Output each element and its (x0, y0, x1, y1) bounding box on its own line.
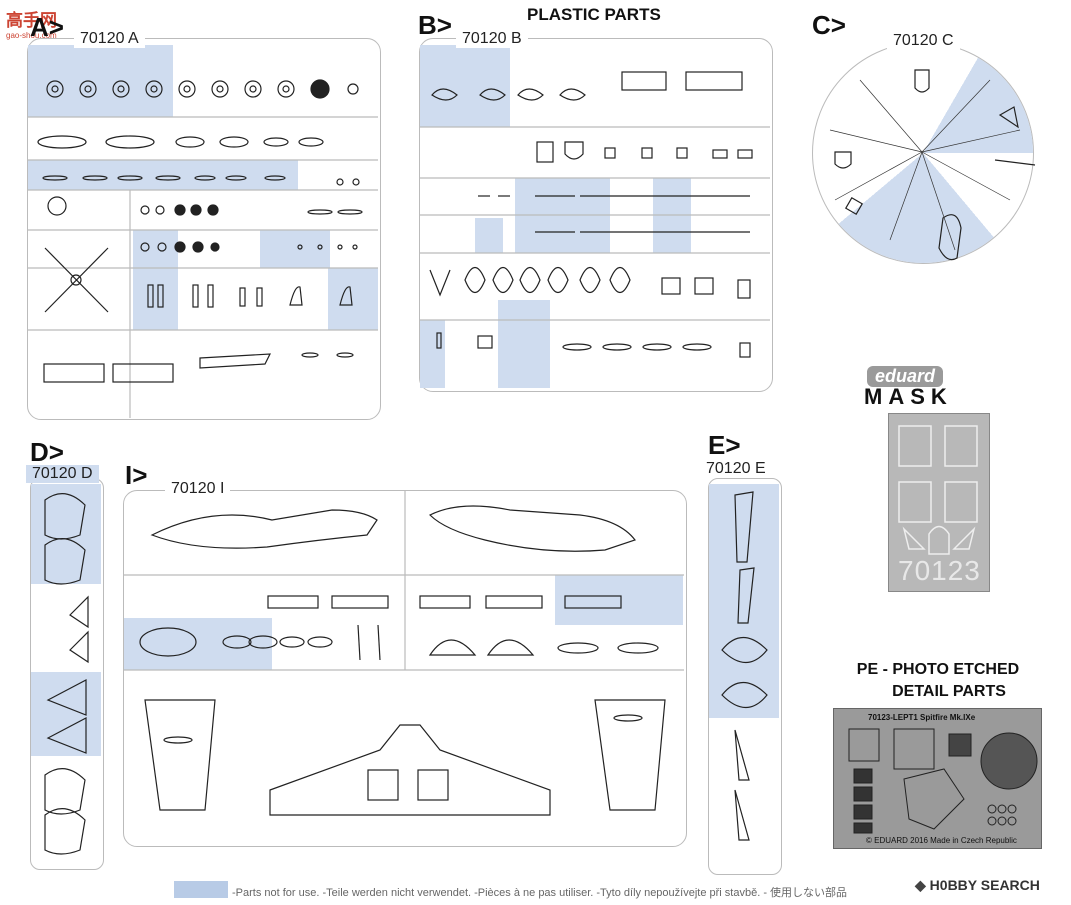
sprue-e-unused-region (709, 484, 779, 718)
sprue-i-code: 70120 I (165, 480, 231, 498)
pe-title: PE - PHOTO ETCHED DETAIL PARTS (830, 659, 1046, 703)
site-watermark-subtext: gao-shou.com (6, 31, 57, 40)
sprue-b-letter: B> (418, 10, 452, 40)
sprue-a-code: 70120 A (74, 30, 145, 48)
sprue-i-unused-region (555, 575, 683, 625)
sprue-d-letter: D> (30, 437, 64, 467)
sprue-d-unused-region (31, 484, 101, 584)
mask-title: MASK (864, 384, 953, 409)
hobby-search-text: H0BBY SEARCH (929, 877, 1040, 893)
sprue-c-unused-wedge (813, 43, 1033, 263)
sprue-c-code: 70120 C (887, 32, 960, 50)
sprue-d-unused-region (31, 672, 101, 756)
legend-color-swatch (174, 881, 228, 898)
sprue-d-code: 70120 D (26, 465, 99, 483)
pe-title-line1: PE - PHOTO ETCHED (856, 661, 1020, 678)
pe-fret-footer: © EDUARD 2016 Made in Czech Republic (866, 836, 1017, 845)
mask-part-number: 70123 (898, 555, 981, 586)
pe-fret-title: 70123-LEPT1 Spitfire Mk.IXe (868, 713, 976, 722)
pe-fret (833, 708, 1042, 849)
sprue-b-unused-region (498, 300, 550, 388)
sprue-b-code: 70120 B (456, 30, 528, 48)
sprue-b-unused-region (475, 218, 503, 253)
mask-sheet (888, 413, 990, 592)
legend-text: -Parts not for use. -Teile werden nicht … (232, 887, 848, 899)
sprue-b-unused-region (420, 45, 510, 127)
sprue-a-letter: A> (30, 12, 64, 42)
sprue-e-letter: E> (708, 430, 741, 460)
site-watermark-logo: 高手网 gao-shou.com (6, 6, 57, 40)
sprue-c-frame (812, 42, 1034, 264)
sprue-e-code: 70120 E (700, 460, 772, 478)
hobby-search-icon: ◆ (915, 877, 926, 893)
sprue-c-letter: C> (812, 10, 846, 40)
sprue-b-unused-region (420, 320, 445, 388)
sprue-a-unused-region (260, 230, 330, 268)
site-watermark-text: 高手网 (6, 11, 57, 30)
sprue-a-unused-region (328, 268, 378, 330)
mask-outline-drawing (898, 425, 978, 555)
pe-title-line2: DETAIL PARTS (892, 683, 1006, 700)
eduard-brand-logo: eduard (867, 366, 944, 387)
sprue-a-unused-region (28, 160, 298, 190)
sprue-i-unused-region (124, 618, 272, 670)
pe-parts-drawing (848, 728, 1038, 834)
plastic-parts-title: PLASTIC PARTS (527, 5, 661, 24)
hobby-search-watermark: ◆ H0BBY SEARCH (915, 877, 1040, 894)
sprue-i-letter: I> (125, 460, 148, 490)
